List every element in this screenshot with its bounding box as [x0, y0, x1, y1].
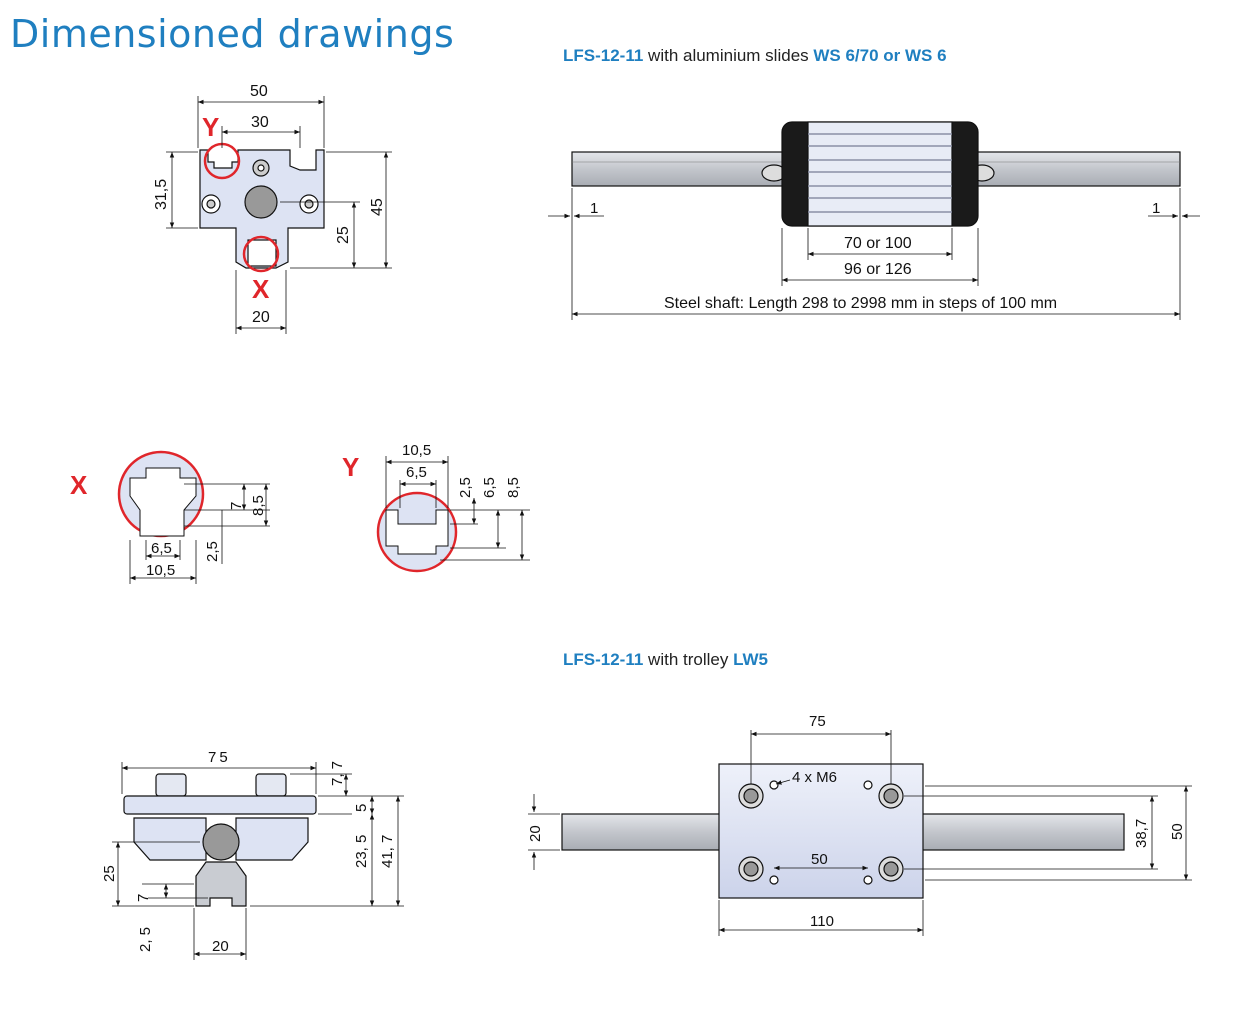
detail-x-w-inner: 6,5 [151, 540, 172, 557]
caption-trolley: LFS-12-11 with trolley LW5 [563, 650, 768, 670]
trolley-end-h-top: 7, 7 [329, 761, 346, 786]
detail-y-label: Y [342, 452, 359, 482]
detail-y-w-inner: 6,5 [406, 464, 427, 481]
trolley-end-h-bottom: 2, 5 [137, 927, 154, 952]
side-left-gap: 1 [590, 200, 598, 217]
trolley-end-h-groove: 7 [135, 894, 152, 902]
caption-slides-part2: with aluminium slides [643, 46, 814, 65]
detail-x-view [117, 450, 270, 584]
trolley-top-hole-spacing: 75 [809, 713, 826, 730]
trolley-end-h-plate: 5 [353, 804, 370, 812]
side-view [548, 121, 1200, 320]
trolley-top-thread: 4 x M6 [792, 769, 837, 786]
cs-inner-label: 30 [251, 114, 269, 131]
detail-x-marker [242, 235, 280, 273]
detail-y-h1: 2,5 [457, 477, 474, 498]
trolley-plate [123, 795, 317, 815]
trolley-top-length: 110 [810, 913, 834, 930]
cs-height-total-label: 45 [369, 198, 386, 216]
trolley-end-width: 75 [208, 749, 231, 766]
detail-y-h3: 8,5 [505, 477, 522, 498]
detail-x-h3: 2,5 [204, 541, 221, 562]
caption-trolley-part1: LFS-12-11 [563, 650, 644, 669]
caption-slides-part1: LFS-12-11 [563, 46, 644, 65]
detail-y-w-outer: 10,5 [402, 442, 431, 459]
caption-trolley-part3: LW5 [733, 650, 769, 669]
trolley-end-bottom-width: 20 [212, 938, 229, 955]
shaft-circle [244, 185, 278, 219]
cs-label-y: Y [202, 112, 219, 142]
detail-x-w-outer: 10,5 [146, 562, 175, 579]
caption-slides-part3: WS 6/70 or WS 6 [813, 46, 947, 65]
caption-trolley-part2: with trolley [643, 650, 734, 669]
detail-y-h2: 6,5 [481, 477, 498, 498]
side-right-gap: 1 [1152, 200, 1160, 217]
trolley-top-rail-width: 20 [527, 825, 544, 842]
trolley-shaft [202, 823, 240, 861]
cs-height-left-label: 31,5 [153, 179, 170, 210]
cs-width-label: 50 [250, 83, 268, 100]
detail-x-label: X [70, 470, 88, 500]
caption-slides: LFS-12-11 with aluminium slides WS 6/70 … [563, 46, 947, 66]
trolley-top-h-inner: 38,7 [1133, 819, 1150, 848]
trolley-top-inner-spacing: 50 [811, 851, 828, 868]
trolley-end-h-shaft: 25 [101, 865, 118, 882]
side-slide-len: 70 or 100 [844, 235, 912, 252]
trolley-end-view [112, 762, 404, 960]
detail-x-h2: 8,5 [250, 495, 267, 516]
cs-shaft-height-label: 25 [335, 226, 352, 244]
cs-label-x: X [252, 274, 270, 304]
detail-x-h1: 7 [228, 502, 245, 510]
page-title: Dimensioned drawings [10, 12, 455, 56]
trolley-end-h-total: 41, 7 [379, 835, 396, 868]
detail-y-view [376, 456, 530, 573]
side-overall-len: 96 or 126 [844, 261, 912, 278]
trolley-end-h-mid: 23, 5 [353, 835, 370, 868]
side-shaft-text: Steel shaft: Length 298 to 2998 mm in st… [664, 295, 1057, 312]
cross-section-view [166, 96, 392, 334]
trolley-top-view [528, 730, 1192, 936]
trolley-top-h-outer: 50 [1169, 823, 1186, 840]
cs-bottom-width-label: 20 [252, 309, 270, 326]
